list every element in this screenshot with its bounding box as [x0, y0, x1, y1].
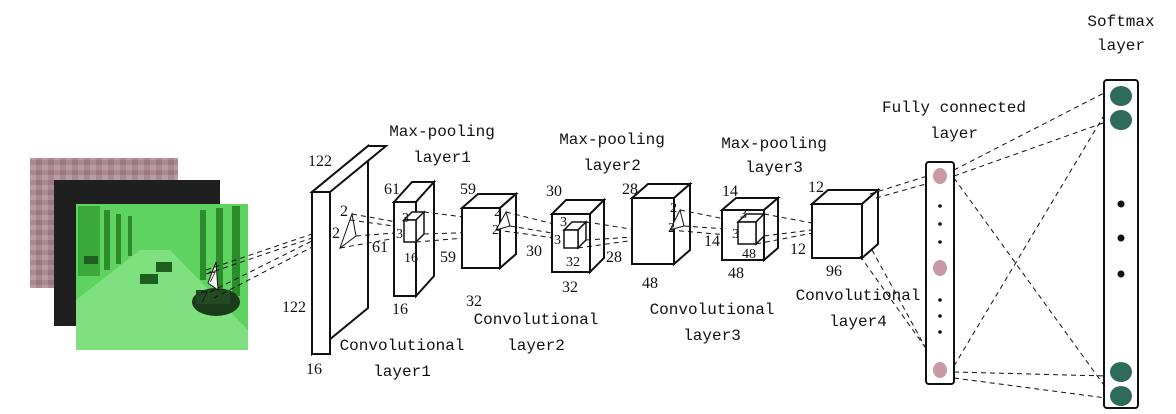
fc-label-line1: Fully connected	[882, 99, 1026, 117]
pool1-label-line1: Max-pooling	[389, 123, 495, 141]
conv3-kernel-h: 2	[668, 221, 675, 236]
softmax-ellipsis-dot	[1117, 200, 1125, 208]
pool1-label-line2: layer1	[413, 149, 471, 167]
fc-label-line2: layer	[930, 125, 978, 143]
pool1-kernel-d: 16	[404, 251, 418, 266]
pool1-kernel-w: 3	[402, 211, 409, 226]
conv4-width: 12	[790, 241, 806, 258]
conv2-label-line2: layer2	[507, 337, 565, 355]
softmax-node	[1110, 86, 1132, 106]
pool3-width: 14	[704, 233, 720, 250]
pool1-channels: 16	[392, 301, 408, 318]
conv3-width: 28	[606, 249, 622, 266]
fc-ellipsis-dot	[938, 330, 942, 334]
conv3-label-line1: Convolutional	[650, 301, 775, 319]
pool2-label-line1: Max-pooling	[559, 131, 665, 149]
input-kernel-w: 7	[208, 269, 216, 286]
conv4-label-line1: Convolutional	[796, 287, 921, 305]
rays-pool1-conv2	[415, 211, 489, 243]
softmax-node	[1110, 386, 1132, 406]
fc-ellipsis-dot	[938, 222, 942, 226]
pool3-kernel-h: 3	[732, 227, 739, 242]
pool3-kernel-d: 48	[742, 247, 756, 262]
pool2-width: 30	[526, 243, 542, 260]
conv2-label-line1: Convolutional	[474, 311, 599, 329]
rays-input-conv1	[205, 231, 319, 299]
conv3-size: 28	[622, 181, 638, 198]
conv2-kernel-cone	[494, 210, 511, 231]
pool2-kernel-h: 3	[554, 233, 561, 248]
fc-ellipsis-dot	[938, 314, 942, 318]
conv2-width: 59	[440, 249, 456, 266]
conv1-channels: 16	[306, 361, 322, 378]
pool1-size: 61	[384, 181, 400, 198]
pool2-kernel-d: 32	[566, 255, 580, 270]
conv4-label-line2: layer4	[829, 313, 887, 331]
conv1-label-line2: layer1	[373, 363, 431, 381]
conv2-block	[459, 191, 519, 271]
conv3-channels: 48	[642, 275, 658, 292]
softmax-ellipsis-dot	[1117, 234, 1125, 242]
conv2-kernel-w: 2	[494, 205, 501, 220]
layer-labels: Softmax layer Fully connected layer Max-…	[340, 13, 1155, 381]
pool2-kernel-w: 3	[560, 215, 567, 230]
pool2-kernel-cube	[562, 220, 588, 250]
fc-node	[933, 260, 947, 276]
pool3-label-line2: layer3	[745, 159, 803, 177]
pool3-label-line1: Max-pooling	[721, 135, 827, 153]
conv3-block	[629, 181, 693, 267]
input-image-street-scene	[76, 206, 248, 350]
pool2-channels: 32	[562, 279, 578, 296]
softmax-layer-frame	[1103, 79, 1139, 409]
softmax-layer	[1103, 79, 1139, 409]
conv1-height: 122	[282, 299, 306, 316]
conv4-block	[809, 187, 881, 261]
pool3-channels: 48	[728, 265, 744, 282]
pool1-width: 61	[372, 239, 388, 256]
softmax-node	[1110, 110, 1132, 130]
fc-node	[933, 168, 947, 184]
pool3-kernel-w: 3	[740, 207, 747, 222]
fc-ellipsis-dot	[938, 240, 942, 244]
conv3-label-line2: layer3	[683, 327, 741, 345]
rays-fc-softmax	[953, 91, 1107, 399]
softmax-label-line1: Softmax	[1087, 13, 1154, 31]
pool2-size: 30	[546, 183, 562, 200]
conv1-label-line1: Convolutional	[340, 337, 465, 355]
conv4-size: 12	[808, 179, 824, 196]
input-kernel-h: 7	[200, 289, 208, 306]
pool1-kernel-h: 3	[396, 227, 403, 242]
conv3-kernel-w: 2	[670, 201, 677, 216]
conv2-size: 59	[460, 181, 476, 198]
conv1-block	[309, 143, 389, 357]
conv1-depth: 122	[308, 153, 332, 170]
softmax-label-line2: layer	[1097, 37, 1145, 55]
pool2-label-line2: layer2	[583, 157, 641, 175]
pool3-size: 14	[722, 183, 738, 200]
conv1-kernel-cone	[338, 212, 357, 250]
conv1-kernel-w: 2	[340, 203, 348, 220]
pool3-kernel-cube	[736, 212, 766, 246]
conv4-channels: 96	[826, 263, 842, 280]
fc-layer	[925, 161, 955, 385]
conv2-kernel-h: 2	[492, 223, 499, 238]
conv2-channels: 32	[466, 293, 482, 310]
fc-ellipsis-dot	[938, 298, 942, 302]
conv1-kernel-h: 2	[332, 225, 340, 242]
fc-ellipsis-dot	[938, 204, 942, 208]
conv3-kernel-cone	[669, 208, 685, 231]
input-image-stack: 7 7	[30, 158, 248, 350]
rays-pool2-conv3	[577, 221, 651, 249]
softmax-ellipsis-dot	[1117, 270, 1125, 278]
softmax-node	[1110, 362, 1132, 382]
fc-node	[933, 362, 947, 378]
input-kernel-cone	[207, 261, 219, 292]
